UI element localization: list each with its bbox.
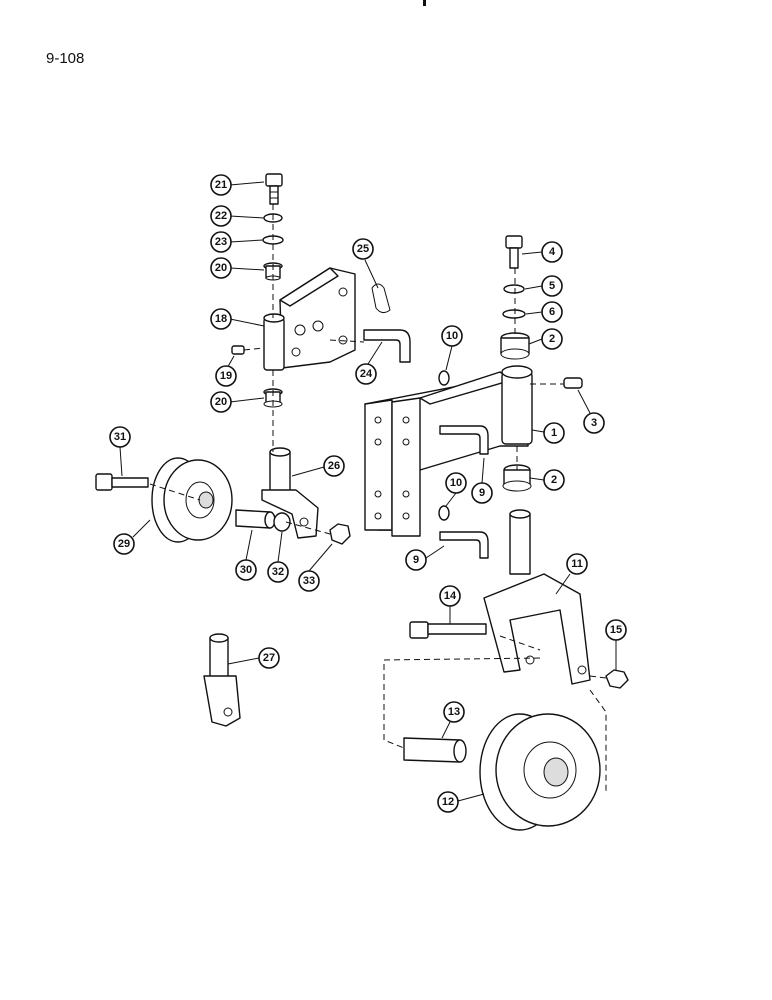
callout: 20 [210, 257, 232, 279]
svg-text:18: 18 [215, 313, 227, 325]
part-grease-fitting-3 [563, 377, 583, 389]
svg-text:4: 4 [549, 246, 556, 258]
callout: 5 [541, 275, 563, 297]
svg-text:22: 22 [215, 210, 227, 222]
part-pin-9-upper [439, 425, 489, 455]
svg-text:2: 2 [549, 333, 555, 345]
callout: 18 [210, 308, 232, 330]
callout: 3 [583, 412, 605, 434]
callout: 24 [355, 363, 377, 385]
part-fork-11 [483, 509, 591, 685]
svg-text:25: 25 [357, 243, 369, 255]
callout: 10 [441, 325, 463, 347]
callout: 14 [439, 585, 461, 607]
svg-text:32: 32 [272, 566, 284, 578]
svg-text:11: 11 [571, 558, 583, 570]
part-spacer-30 [235, 509, 276, 529]
callout: 25 [352, 238, 374, 260]
svg-text:30: 30 [240, 564, 252, 576]
part-spindle-26 [261, 447, 319, 539]
callout: 29 [113, 533, 135, 555]
callout: 12 [437, 791, 459, 813]
part-washer-6 [502, 309, 526, 319]
callout: 32 [267, 561, 289, 583]
callout: 2 [543, 469, 565, 491]
svg-text:33: 33 [303, 575, 315, 587]
svg-text:1: 1 [551, 427, 557, 439]
callout: 26 [323, 455, 345, 477]
callout: 23 [210, 231, 232, 253]
part-bracket-18 [263, 267, 356, 371]
svg-text:19: 19 [220, 370, 232, 382]
part-oring-10-upper [438, 370, 450, 386]
part-bolt-31 [95, 473, 149, 491]
leader-lines [119, 181, 617, 802]
svg-text:29: 29 [118, 538, 130, 550]
part-bolt-4 [505, 235, 523, 269]
part-washer-32 [273, 512, 291, 532]
callout: 9 [471, 482, 493, 504]
svg-text:3: 3 [591, 417, 597, 429]
callout: 13 [443, 701, 465, 723]
callout: 15 [605, 619, 627, 641]
svg-text:6: 6 [549, 306, 555, 318]
part-bolt-21 [265, 173, 283, 205]
callout: 9 [405, 549, 427, 571]
callout: 21 [210, 174, 232, 196]
callout: 19 [215, 365, 237, 387]
svg-text:20: 20 [215, 262, 227, 274]
part-bolt-14 [409, 621, 487, 639]
svg-text:12: 12 [442, 796, 454, 808]
callout: 10 [445, 472, 467, 494]
svg-text:27: 27 [263, 652, 275, 664]
svg-text:10: 10 [450, 477, 462, 489]
part-nut-15 [605, 669, 629, 689]
svg-text:24: 24 [360, 368, 373, 380]
part-pin-9-lower [439, 531, 489, 559]
page-number: 9-108 [46, 50, 85, 67]
part-lockwasher-5 [503, 284, 525, 294]
callout: 22 [210, 205, 232, 227]
assembly-lines [149, 204, 607, 792]
part-oring-10-lower [438, 505, 450, 521]
callout: 2 [541, 328, 563, 350]
part-bushing-2-upper [500, 332, 530, 360]
callout: 30 [235, 559, 257, 581]
callout: 27 [258, 647, 280, 669]
svg-text:15: 15 [610, 624, 622, 636]
svg-text:20: 20 [215, 396, 227, 408]
svg-text:14: 14 [444, 590, 457, 602]
callout: 20 [210, 391, 232, 413]
callout: 33 [298, 570, 320, 592]
callout: 11 [566, 553, 588, 575]
svg-text:26: 26 [328, 460, 340, 472]
part-hairpin-25 [371, 283, 391, 314]
svg-text:5: 5 [549, 280, 555, 292]
part-spindle-27 [203, 633, 241, 727]
callout: 1 [543, 422, 565, 444]
callout: 4 [541, 241, 563, 263]
part-pin-24 [363, 329, 411, 363]
part-wheel-29 [151, 457, 233, 543]
callout: 31 [109, 426, 131, 448]
svg-text:9: 9 [479, 487, 485, 499]
svg-text:31: 31 [114, 431, 126, 443]
svg-text:9: 9 [413, 554, 419, 566]
scan-mark-top [423, 0, 426, 6]
part-wheel-12 [479, 713, 601, 831]
svg-text:2: 2 [551, 474, 557, 486]
callout: 6 [541, 301, 563, 323]
svg-text:23: 23 [215, 236, 227, 248]
part-grease-fitting-19 [231, 345, 245, 355]
svg-text:21: 21 [215, 179, 227, 191]
part-spacer-13 [403, 737, 467, 763]
svg-text:13: 13 [448, 706, 460, 718]
svg-text:10: 10 [446, 330, 458, 342]
part-nut-33 [329, 523, 351, 545]
part-frame-1 [364, 365, 533, 537]
